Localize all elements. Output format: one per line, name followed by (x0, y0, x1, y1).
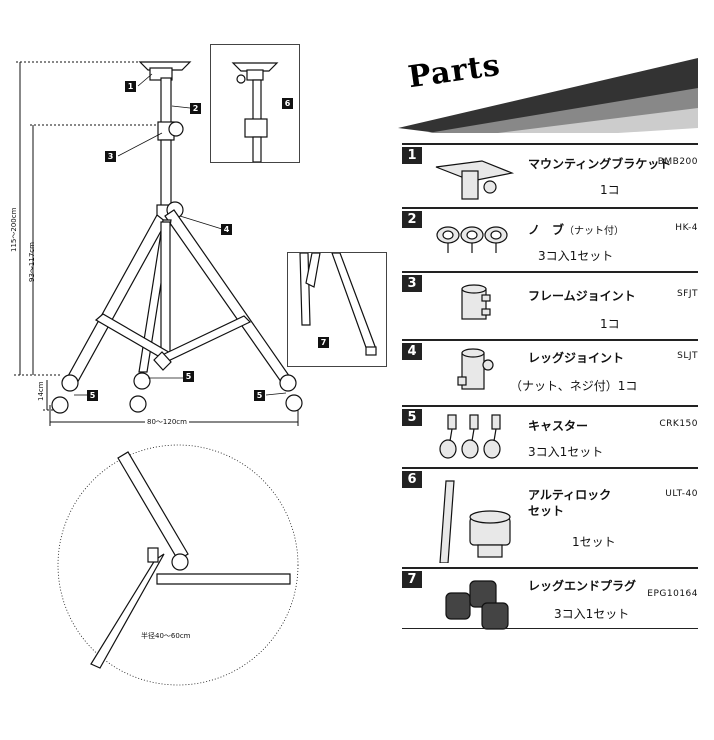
part-code: SFJT (676, 289, 698, 299)
tag-5-center: 5 (183, 371, 194, 382)
part-code: ULT-40 (665, 489, 698, 499)
part-qty: 1コ (600, 183, 620, 197)
part-code: CRK150 (659, 419, 698, 429)
part-name-line2: セット (528, 504, 565, 518)
dim-leg-height: 93〜117cm (28, 242, 36, 282)
part-name: レッグジョイント (528, 351, 625, 365)
part-name-line1: アルティロック (528, 488, 612, 502)
part-code: HK-4 (675, 223, 698, 233)
part-number: 1 (402, 147, 422, 164)
part-row-7: 7 レッグエンドプラグ EPG10164 3コ入1セット (402, 567, 698, 630)
altilock-image (439, 480, 511, 563)
part-qty: 3コ入1セット (554, 607, 630, 621)
tag-1: 1 (125, 81, 136, 92)
part-name: ノ ブ（ナット付） (528, 221, 624, 238)
dim-caster-height: 14cm (37, 381, 45, 401)
part-number: 5 (402, 409, 422, 426)
leg-end-plug-image (445, 580, 509, 630)
part-qty: 3コ入1セット (538, 249, 614, 263)
dim-base-width: 80〜120cm (145, 417, 189, 427)
part-number: 2 (402, 211, 422, 228)
part-number: 6 (402, 471, 422, 488)
part-name: マウンティングブラケット (528, 157, 672, 171)
part-row-5: 5 キャスター CRK150 3コ入1セット (402, 405, 698, 465)
part-number: 7 (402, 571, 422, 588)
parts-header-stripe (398, 58, 698, 133)
part-name-note: （ナット付） (564, 226, 625, 237)
stand-drawing (14, 61, 365, 686)
part-code: EPG10164 (647, 589, 698, 599)
leg-joint-image (457, 348, 494, 390)
part-name-text: ノ ブ (528, 223, 565, 237)
parts-bottom-rule (402, 628, 698, 629)
part-row-2: 2 ノ ブ（ナット付） HK-4 3コ入1セット (402, 207, 698, 267)
part-number: 3 (402, 275, 422, 292)
part-code: SLJT (677, 351, 698, 361)
caster-image (439, 414, 501, 459)
knob-image (436, 226, 508, 253)
frame-joint-image (461, 284, 491, 320)
part-row-1: 1 マウンティングブラケット BMB200 1コ (402, 143, 698, 205)
parts-header: Parts (398, 48, 698, 133)
part-qty: 1コ (600, 317, 620, 331)
stand-diagram: 1 2 3 4 5 5 5 6 7 115〜200cm 93〜117cm 14c… (10, 44, 387, 686)
tag-7: 7 (318, 337, 329, 348)
part-row-4: 4 レッグジョイント SLJT （ナット、ネジ付）1コ (402, 339, 698, 401)
inset-leg-end-plug (287, 252, 387, 367)
part-name: レッグエンドプラグ (528, 579, 637, 593)
part-name: フレームジョイント (528, 289, 636, 303)
tag-5-right: 5 (254, 390, 265, 401)
part-number: 4 (402, 343, 422, 360)
part-row-3: 3 フレームジョイント SFJT 1コ (402, 271, 698, 335)
part-code: BMB200 (657, 157, 698, 167)
part-qty: （ナット、ネジ付）1コ (510, 379, 638, 393)
inset-plug-drawing (299, 252, 377, 356)
tag-4: 4 (221, 224, 232, 235)
tag-2: 2 (190, 103, 201, 114)
dim-total-height: 115〜200cm (10, 207, 18, 252)
tag-3: 3 (105, 151, 116, 162)
inset-altilock-drawing (231, 62, 279, 163)
part-qty: 3コ入1セット (528, 445, 604, 459)
inset-altilock (210, 44, 300, 163)
part-qty: 1セット (572, 535, 616, 549)
tag-6: 6 (282, 98, 293, 109)
part-name: キャスター (528, 419, 589, 433)
part-name: アルティロック セット (528, 487, 611, 519)
tag-5-left: 5 (87, 390, 98, 401)
part-row-6: 6 アルティロック セット ULT-40 1セット (402, 467, 698, 565)
dim-radius: 半径40〜60cm (141, 632, 191, 640)
mounting-bracket-image (435, 160, 515, 200)
